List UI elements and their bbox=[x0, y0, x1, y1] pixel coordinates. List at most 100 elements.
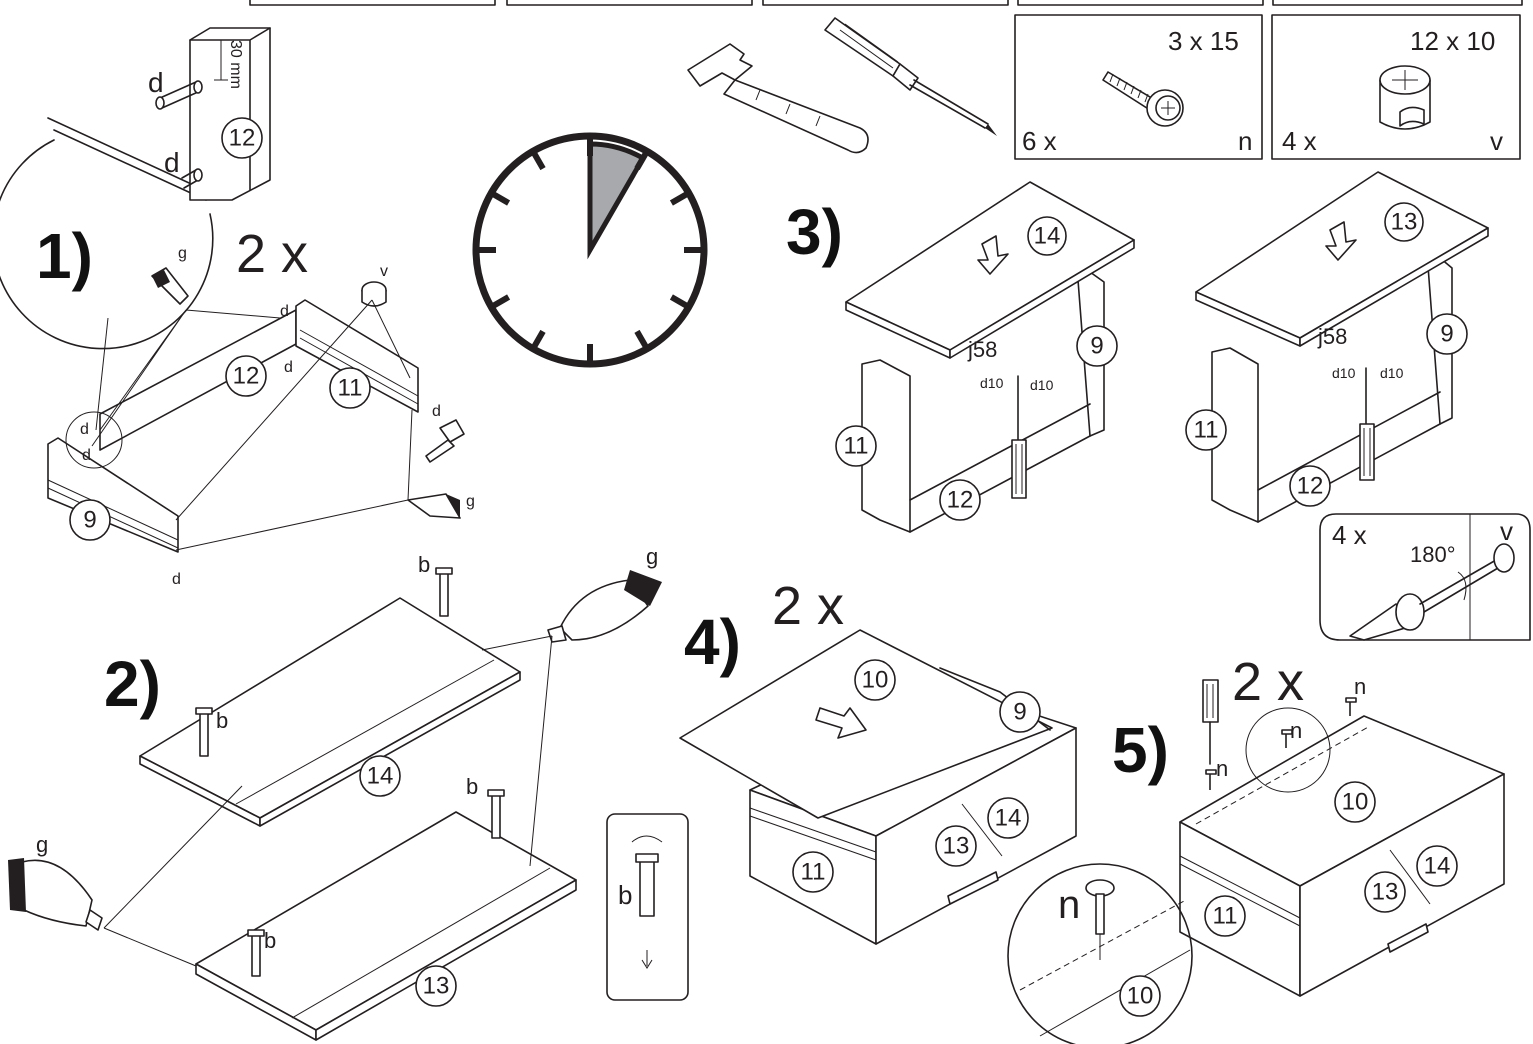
distance-label: 30 mm bbox=[227, 40, 244, 89]
part-13-label: 13 bbox=[423, 973, 450, 1000]
cam-size-label: 12 x 10 bbox=[1410, 26, 1495, 56]
bolt-label-b: b bbox=[618, 880, 632, 910]
screw-hardware-box: 3 x 15 6 x n bbox=[1014, 14, 1263, 160]
part-12-label: 12 bbox=[229, 125, 256, 152]
glue-bottle-icon: g bbox=[407, 493, 475, 519]
screw-label-n: n bbox=[1058, 883, 1080, 927]
screw-label: d10 bbox=[980, 375, 1004, 391]
clock-tick bbox=[491, 191, 511, 206]
step-1-multiplier: 2 x bbox=[236, 224, 308, 284]
arrow-right-icon bbox=[815, 707, 867, 739]
part-11-label: 11 bbox=[801, 859, 826, 886]
dowel-label-d: d bbox=[82, 447, 91, 464]
step-5: 5) 2 x 10 14 13 11 n n n bbox=[1007, 652, 1505, 1044]
part-9-panel bbox=[47, 437, 179, 553]
part-13-label: 13 bbox=[943, 833, 970, 860]
dowel-label-d: d bbox=[280, 303, 289, 320]
top-cut-boxes bbox=[249, 0, 1523, 6]
step-1: 1) 2 x d d 30 mm 12 9 1 bbox=[0, 27, 475, 588]
arrow-down-icon bbox=[1325, 221, 1357, 261]
step-4: 4) 2 x 10 9 14 13 11 bbox=[679, 576, 1077, 945]
part-13-label: 13 bbox=[1372, 879, 1399, 906]
part-9-label: 9 bbox=[1013, 699, 1026, 726]
clock-tick bbox=[531, 329, 546, 349]
screw-code-label: n bbox=[1238, 126, 1252, 156]
cam-code-label: v bbox=[1490, 126, 1503, 156]
step-2-number: 2) bbox=[104, 648, 161, 720]
step-1-number: 1) bbox=[36, 220, 93, 292]
hammer-icon bbox=[687, 43, 869, 154]
screw-label: d10 bbox=[1332, 365, 1356, 381]
glue-bottle-icon: g bbox=[151, 245, 189, 305]
step-3: 3) 14 9 11 12 j58 d10 d10 13 bbox=[786, 171, 1531, 641]
glue-bottle-icon: g bbox=[8, 832, 103, 931]
cam-qty-label: 4 x bbox=[1282, 126, 1317, 156]
glue-label-g: g bbox=[646, 544, 658, 569]
part-14-label: 14 bbox=[995, 805, 1022, 832]
clock-wedge bbox=[587, 141, 647, 260]
screw-label-n: n bbox=[1354, 674, 1366, 699]
step-4-multiplier: 2 x bbox=[772, 576, 844, 636]
screwdriver-icon bbox=[1359, 367, 1375, 481]
bolt-label-b: b bbox=[418, 552, 430, 577]
hammer-icon: d bbox=[425, 403, 465, 463]
part-11-label: 11 bbox=[1194, 417, 1219, 444]
screwdriver-icon bbox=[1011, 375, 1027, 499]
screw-zoom-detail: n 10 bbox=[1007, 863, 1193, 1044]
screwdriver-icon bbox=[824, 17, 997, 136]
part-13-label: 13 bbox=[1391, 209, 1418, 236]
screw-icon bbox=[1205, 697, 1357, 790]
cam-code-label: v bbox=[1500, 516, 1513, 546]
part-9-label: 9 bbox=[1090, 333, 1103, 360]
cam-bolt-icon bbox=[195, 567, 505, 977]
dowel-label-d: d bbox=[164, 147, 180, 178]
bolt-label-b: b bbox=[216, 708, 228, 733]
glue-label-g: g bbox=[178, 245, 187, 262]
glue-label-g: g bbox=[466, 493, 475, 510]
bolt-label-b: b bbox=[466, 774, 478, 799]
part-14-label: 14 bbox=[1034, 223, 1061, 250]
part-11-panel bbox=[295, 299, 419, 413]
screwdriver-icon bbox=[1202, 679, 1219, 765]
rotation-label: 180° bbox=[1410, 542, 1456, 567]
step-2: 2) 14 13 b b b b g bbox=[8, 544, 662, 1041]
part-10-label: 10 bbox=[1127, 983, 1154, 1010]
part-12-label: 12 bbox=[1297, 473, 1324, 500]
part-10-board bbox=[679, 629, 1053, 819]
part-12-label: 12 bbox=[947, 487, 974, 514]
part-14-label: 14 bbox=[1424, 853, 1451, 880]
clock-tick bbox=[531, 151, 546, 171]
part-14-label: 14 bbox=[367, 763, 394, 790]
clock-tick bbox=[634, 151, 649, 171]
cam-qty-label: 4 x bbox=[1332, 520, 1367, 550]
part-9-label: 9 bbox=[83, 507, 96, 534]
dowel-label-d: d bbox=[432, 403, 441, 420]
part-10-label: 10 bbox=[1342, 789, 1369, 816]
screw-label-n: n bbox=[1290, 718, 1302, 743]
clock-tick bbox=[491, 294, 511, 309]
clock-tick bbox=[634, 329, 649, 349]
part-11-label: 11 bbox=[844, 433, 869, 460]
clock-tick bbox=[669, 294, 689, 309]
screw-qty-label: 6 x bbox=[1022, 126, 1057, 156]
dowel-label-d: d bbox=[148, 67, 164, 98]
screw-size-label: 3 x 15 bbox=[1168, 26, 1239, 56]
step-5-multiplier: 2 x bbox=[1232, 652, 1304, 712]
connector-label: j58 bbox=[967, 337, 997, 362]
cam-hardware-box: 12 x 10 4 x v bbox=[1271, 14, 1521, 160]
clock-icon bbox=[472, 132, 708, 368]
glue-label-g: g bbox=[36, 832, 48, 857]
dowel-label-d: d bbox=[172, 571, 181, 588]
clock-tick bbox=[669, 191, 689, 206]
screw-label-n: n bbox=[1216, 756, 1228, 781]
cam-lock-icon: v bbox=[361, 263, 388, 307]
glue-bottle-icon: g bbox=[547, 544, 662, 643]
dowel-zoom-detail: d d 30 mm 12 bbox=[0, 27, 271, 431]
screw-label: d10 bbox=[1030, 377, 1054, 393]
dowel-label-d: d bbox=[80, 421, 89, 438]
part-12-label: 12 bbox=[233, 363, 260, 390]
step-4-number: 4) bbox=[684, 606, 741, 678]
cam-lock-icon bbox=[1379, 65, 1431, 130]
bolt-detail-box: b bbox=[606, 813, 689, 1001]
